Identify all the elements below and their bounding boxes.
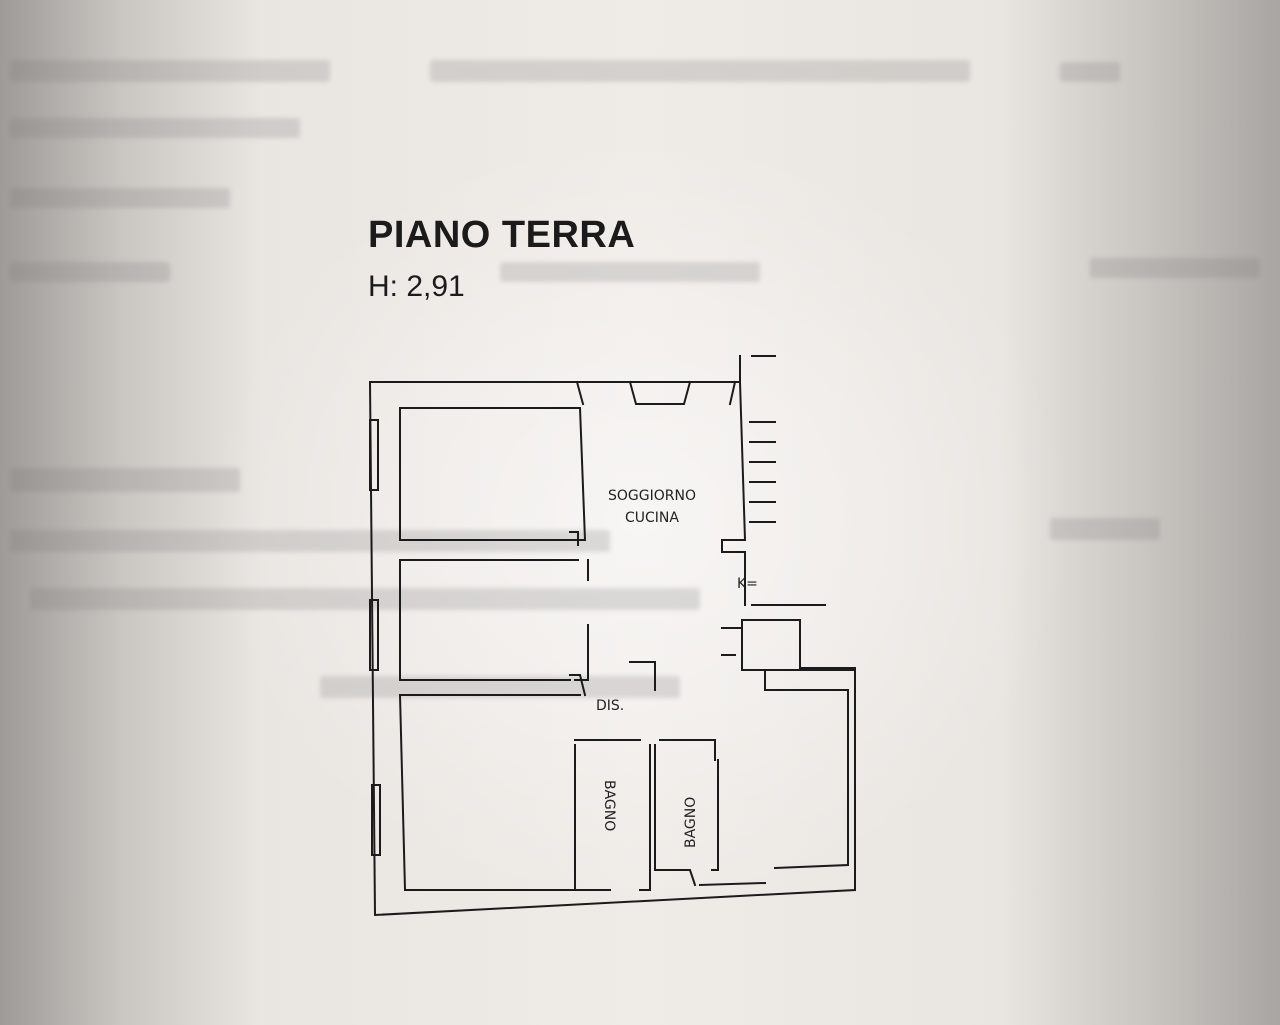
bathroom2-label: BAGNO (683, 797, 699, 848)
living-label-line1: SOGGIORNO (608, 488, 696, 504)
hallway-walls (629, 619, 856, 691)
bleed-through-line (10, 118, 300, 138)
bleed-through-line (10, 188, 230, 208)
door-jambs (569, 531, 587, 697)
bathroom1-walls (574, 744, 651, 891)
bathroom1-label: BAGNO (601, 780, 617, 831)
bleed-through-line (1050, 518, 1160, 540)
bleed-through-line (1060, 62, 1120, 82)
bleed-through-line (500, 262, 760, 282)
hallway-label: DIS. (596, 698, 624, 714)
bleed-through-line (320, 676, 680, 698)
bedroom2-wall (399, 559, 589, 681)
bleed-through-line (10, 468, 240, 492)
bleed-through-line (1090, 258, 1260, 278)
left-windows (369, 419, 381, 856)
bedroom3-wall (398, 693, 581, 891)
hall-partition (574, 739, 716, 761)
plan-title: PIANO TERRA (368, 214, 636, 256)
top-window-right (728, 380, 737, 406)
bleed-through-line (10, 262, 170, 282)
bleed-through-line (30, 588, 700, 610)
kitchen-symbol: K= (737, 576, 758, 592)
bathroom2-walls (654, 744, 719, 887)
bedroom1-wall (399, 407, 587, 542)
bleed-through-line (10, 530, 610, 552)
staircase (749, 355, 826, 606)
bleed-through-line (10, 60, 330, 82)
ceiling-height-label: H: 2,91 (368, 270, 465, 303)
living-label-line2: CUCINA (625, 510, 679, 526)
large-room-walls (698, 669, 849, 887)
living-right-wall (721, 380, 747, 606)
bleed-through-line (430, 60, 970, 82)
top-window (628, 380, 692, 405)
top-window-left (575, 380, 585, 406)
